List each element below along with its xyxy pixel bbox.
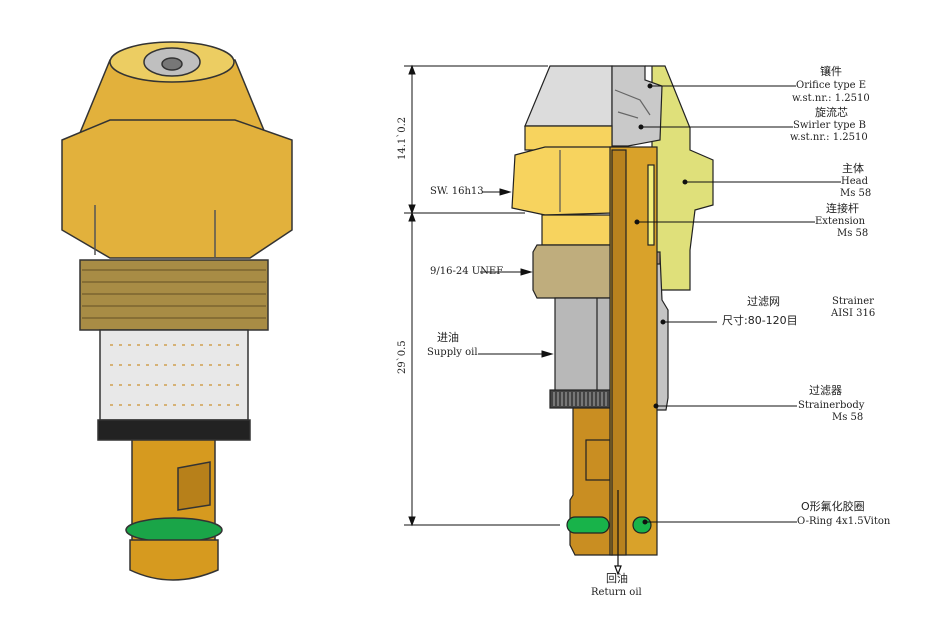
dimension-lower: 29`0.5	[397, 340, 408, 374]
hex-size-label: SW. 16h13	[430, 186, 484, 197]
nozzle-3d-render	[61, 41, 293, 581]
head-en: Head	[841, 176, 869, 187]
orifice-en: Orifice type E	[796, 80, 867, 91]
oring-en: O-Ring 4x1.5Viton	[797, 516, 891, 527]
orifice-cn: 镶件	[820, 65, 842, 78]
extension-material: Ms 58	[837, 228, 869, 239]
head-cn: 主体	[842, 162, 864, 175]
thread-label: 9/16-24 UNEF	[430, 266, 504, 277]
nozzle-cross-section	[511, 65, 714, 576]
strainer-material: AISI 316	[831, 308, 876, 319]
leader-lines	[478, 83, 841, 525]
strainer-mesh-size: 尺寸:80-120目	[722, 314, 798, 327]
strainerbody-en: Strainerbody	[798, 400, 865, 411]
head-material: Ms 58	[840, 188, 872, 199]
oring-cn: O形氟化胶圈	[801, 500, 865, 513]
extension-en: Extension	[815, 216, 866, 227]
swirler-material: w.st.nr.: 1.2510	[790, 132, 868, 143]
swirler-cn: 旋流芯	[815, 106, 848, 119]
strainerbody-material: Ms 58	[832, 412, 864, 423]
return-oil-cn: 回油	[606, 572, 628, 585]
dimension-upper: 14.1`0.2	[397, 116, 408, 160]
dimension-lines	[404, 64, 560, 527]
swirler-en: Swirler type B	[793, 120, 866, 131]
strainer-en: Strainer	[832, 296, 874, 307]
supply-oil-cn: 进油	[437, 331, 459, 344]
return-oil-en: Return oil	[591, 587, 642, 598]
extension-cn: 连接杆	[826, 202, 859, 215]
orifice-material: w.st.nr.: 1.2510	[792, 93, 870, 104]
strainerbody-cn: 过滤器	[809, 384, 842, 397]
supply-oil-en: Supply oil	[427, 347, 478, 358]
strainer-cn: 过滤网	[747, 295, 780, 308]
